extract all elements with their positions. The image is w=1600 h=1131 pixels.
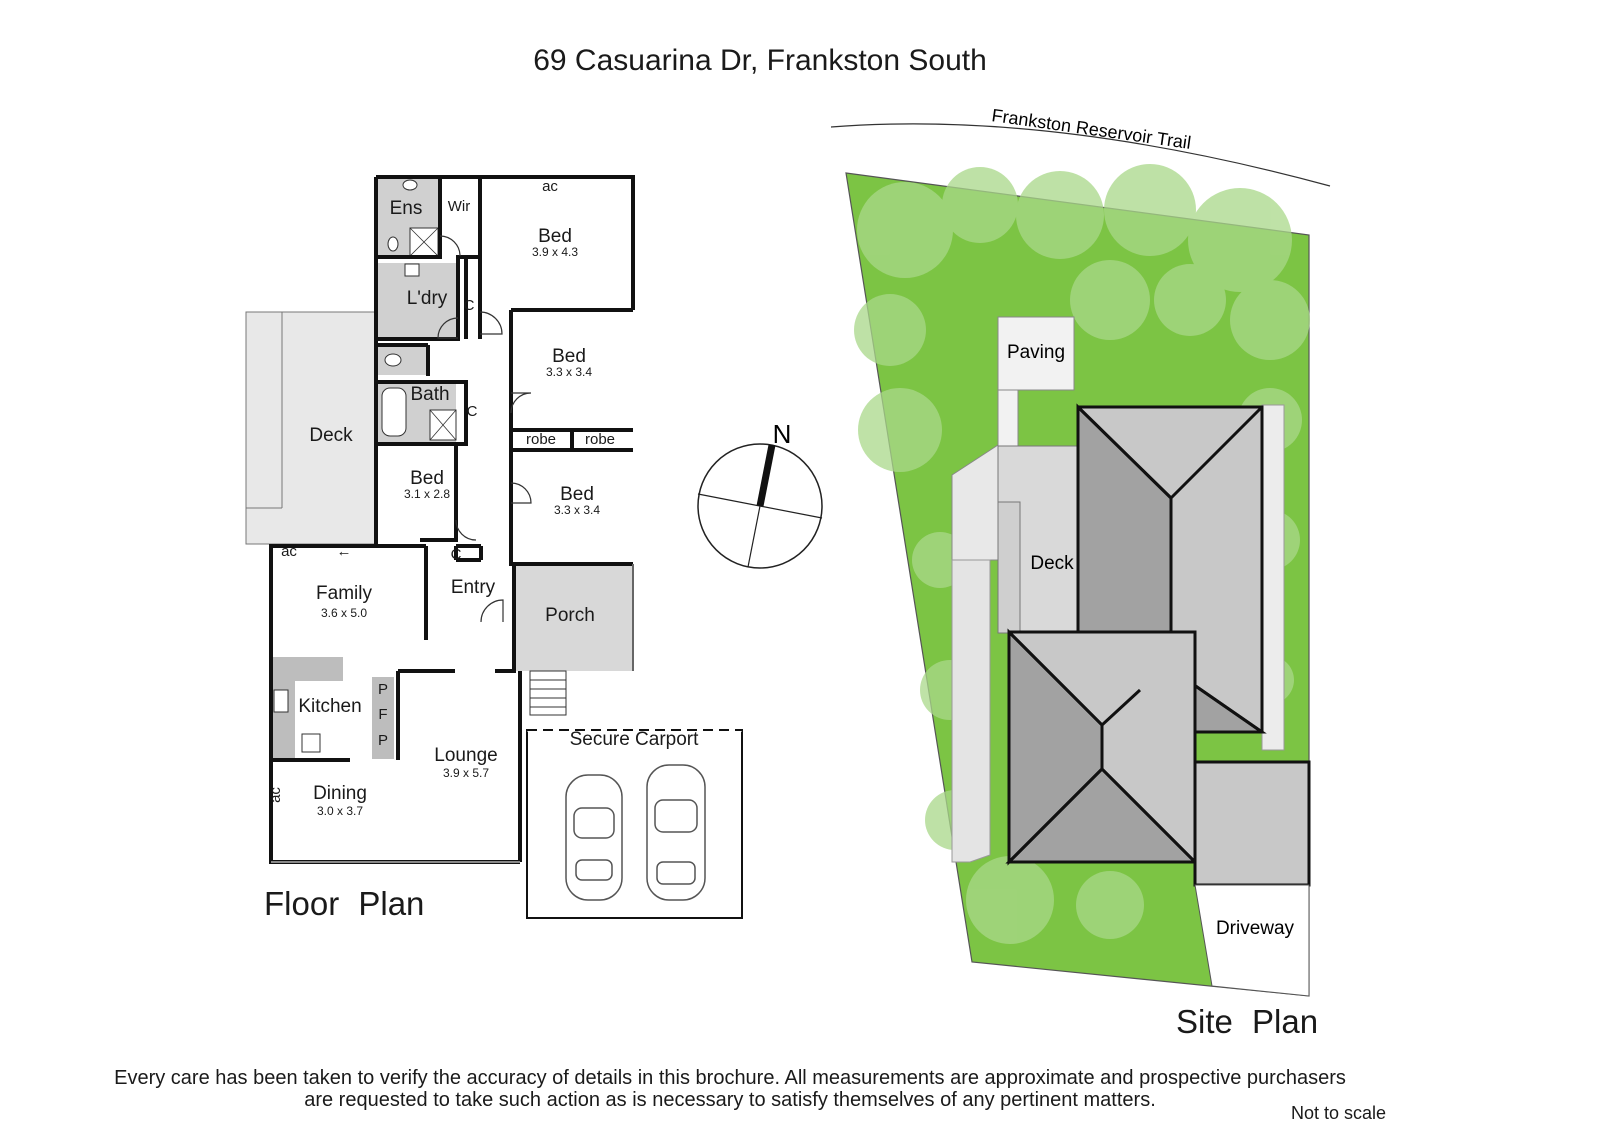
trail-label: Frankston Reservoir Trail <box>990 105 1192 153</box>
sink-icon <box>273 689 289 713</box>
site-plan: Frankston Reservoir Trail Paving Deck <box>830 105 1331 997</box>
pantry-marker: P <box>378 732 388 749</box>
disclaimer-line2: are requested to take such action as is … <box>304 1089 1156 1111</box>
cupboard-marker: C <box>464 297 475 314</box>
paving-label: Paving <box>1007 342 1065 363</box>
bed1-label: Bed <box>538 226 572 247</box>
disclaimer-line1: Every care has been taken to verify the … <box>114 1067 1346 1089</box>
deck-area <box>245 311 377 545</box>
bed4-label: Bed <box>560 484 594 505</box>
porch-area <box>514 564 634 671</box>
family-dims: 3.6 x 5.0 <box>321 606 367 620</box>
bed1-dims: 3.9 x 4.3 <box>532 245 578 259</box>
arrow-left-icon: ← <box>337 543 352 560</box>
cupboard-marker: C <box>467 403 478 420</box>
disclaimer: Every care has been taken to verify the … <box>0 1067 1460 1111</box>
porch-label: Porch <box>545 605 595 626</box>
scale-note: Not to scale <box>1291 1103 1387 1123</box>
family-label: Family <box>316 583 372 604</box>
entry-label: Entry <box>451 577 496 598</box>
wir-label: Wir <box>448 198 471 215</box>
car-icon <box>646 764 706 901</box>
bed2-label: Bed <box>552 346 586 367</box>
porch-steps <box>529 670 567 716</box>
cupboard-marker: C <box>451 546 462 563</box>
door-swings <box>437 235 532 623</box>
fridge-marker: F <box>378 706 387 723</box>
toilet-icon <box>387 236 399 252</box>
bed4-dims: 3.3 x 3.4 <box>554 503 600 517</box>
page-title: 69 Casuarina Dr, Frankston South <box>533 44 987 77</box>
basin-icon <box>402 179 418 191</box>
lounge-dims: 3.9 x 5.7 <box>443 766 489 780</box>
floor-plan-heading: Floor Plan <box>264 885 425 922</box>
kitchen-label: Kitchen <box>298 696 361 717</box>
site-deck-label: Deck <box>1030 553 1074 574</box>
compass-north-label: N <box>773 419 792 449</box>
driveway-area <box>1194 884 1310 997</box>
ensuite-label: Ens <box>390 198 423 219</box>
trail-line <box>830 123 1331 187</box>
dining-dims: 3.0 x 3.7 <box>317 804 363 818</box>
bath-label: Bath <box>410 384 449 405</box>
compass: N <box>697 419 823 569</box>
robe-label: robe <box>585 431 615 448</box>
dining-label: Dining <box>313 783 367 804</box>
carport-area <box>526 729 743 919</box>
site-plan-heading: Site Plan <box>1176 1003 1319 1040</box>
carport-label: Secure Carport <box>570 729 700 750</box>
driveway-label: Driveway <box>1216 918 1295 939</box>
bed3-dims: 3.1 x 2.8 <box>404 487 450 501</box>
floor-plan: Deck <box>245 175 743 919</box>
bathtub-icon <box>381 387 407 437</box>
cooktop-icon <box>301 733 321 753</box>
pantry-marker: P <box>378 681 388 698</box>
wc-icon <box>384 353 402 367</box>
bed2-dims: 3.3 x 3.4 <box>546 365 592 379</box>
ac-marker: ac <box>267 787 284 803</box>
lounge-label: Lounge <box>434 745 497 766</box>
laundry-label: L'dry <box>407 288 448 309</box>
ac-marker: ac <box>542 178 558 195</box>
house-roof <box>1005 403 1311 887</box>
trough-icon <box>404 263 420 277</box>
ac-marker: ac <box>281 543 297 560</box>
robe-label: robe <box>526 431 556 448</box>
deck-label: Deck <box>309 425 353 446</box>
car-icon <box>565 774 623 901</box>
kitchen-bench <box>271 657 343 681</box>
paving-area <box>997 316 1075 391</box>
bed3-label: Bed <box>410 468 444 489</box>
pantry-fridge-bank <box>372 677 394 759</box>
